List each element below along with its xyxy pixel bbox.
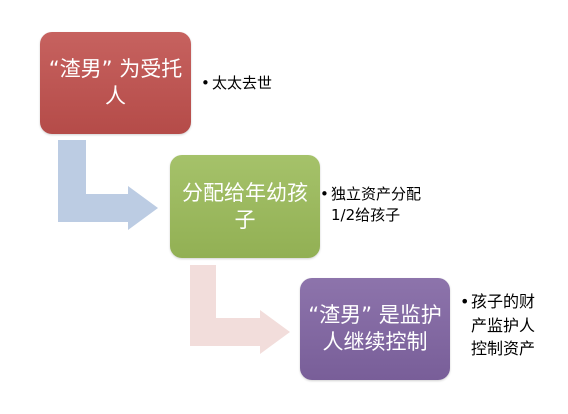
bent-arrow-1 bbox=[58, 140, 158, 230]
step-3-note-line-1: 孩子的财 bbox=[460, 290, 535, 314]
step-3-note: 孩子的财 产监护人 控制资产 bbox=[460, 290, 536, 361]
step-box-2: 分配给年幼孩 子 bbox=[170, 155, 320, 258]
step-1-note: 太太去世 bbox=[201, 73, 272, 93]
step-2-label-line-2: 子 bbox=[234, 207, 256, 232]
step-3-note-line-2: 产监护人 bbox=[471, 315, 536, 335]
step-2-note-line-1: 独立资产分配 bbox=[320, 184, 421, 205]
step-3-note-line-3: 控制资产 bbox=[471, 339, 536, 358]
step-1-label-line-1: “渣男” 为受托 bbox=[48, 57, 183, 81]
step-2-note-line-2: 1/2给孩子 bbox=[331, 206, 401, 224]
step-3-label-line-2: 人继续控制 bbox=[322, 330, 428, 354]
step-1-label-line-2: 人 bbox=[105, 84, 126, 108]
step-3-label-line-1: “渣男” 是监护 bbox=[308, 303, 442, 327]
step-box-3: “渣男” 是监护 人继续控制 bbox=[300, 278, 450, 380]
step-2-label-line-1: 分配给年幼孩 bbox=[182, 180, 308, 205]
bent-arrow-2 bbox=[190, 265, 290, 354]
step-2-note: 独立资产分配 1/2给孩子 bbox=[320, 184, 421, 226]
step-1-note-line-1: 太太去世 bbox=[201, 73, 272, 93]
step-box-1: “渣男” 为受托 人 bbox=[40, 32, 191, 134]
